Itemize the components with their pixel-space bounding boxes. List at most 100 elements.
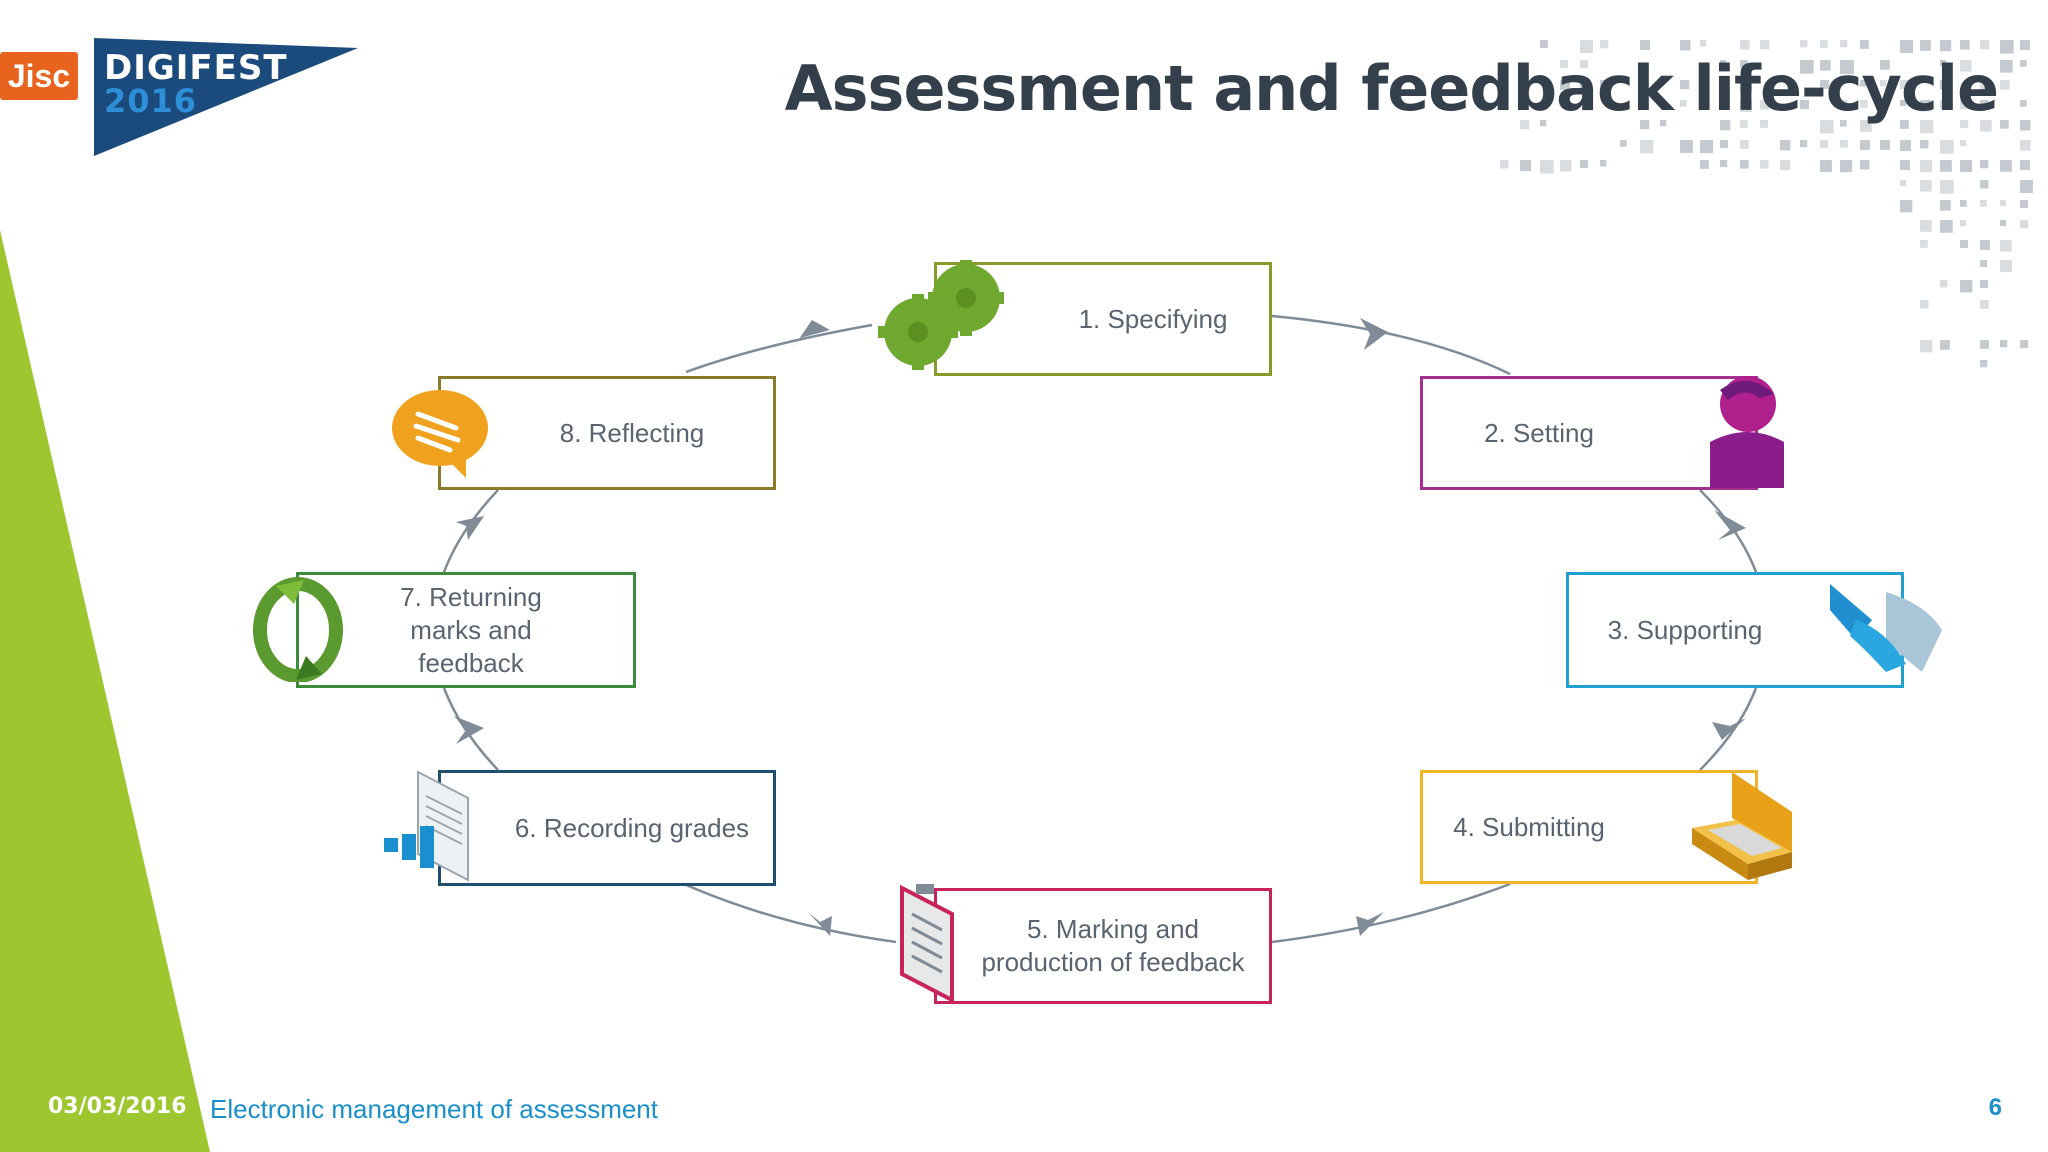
- pattern-dot: [1740, 120, 1748, 128]
- pattern-dot: [1600, 160, 1607, 167]
- connector-6-7: [442, 687, 499, 771]
- pattern-dot: [1760, 160, 1769, 169]
- pattern-dot: [1980, 180, 1989, 189]
- pattern-dot: [1520, 120, 1530, 130]
- pattern-dot: [1960, 140, 1967, 147]
- stage-box-reflecting: 8. Reflecting: [438, 376, 776, 490]
- pattern-dot: [1540, 160, 1554, 174]
- pattern-dot: [1680, 140, 1693, 153]
- stage-box-recording: 6. Recording grades: [438, 770, 776, 886]
- pattern-dot: [1960, 40, 1970, 50]
- stage-label: 7. Returning marks and feedback: [400, 581, 542, 678]
- pattern-dot: [1980, 120, 1992, 132]
- pattern-dot: [1940, 160, 1952, 172]
- pattern-dot: [1940, 180, 1954, 194]
- pattern-dot: [1880, 100, 1887, 107]
- pattern-dot: [2020, 220, 2029, 229]
- pattern-dot: [1700, 40, 1707, 47]
- pattern-dot: [1860, 40, 1869, 49]
- pattern-dot: [1920, 120, 1934, 134]
- clipboard-icon: [900, 884, 954, 1002]
- pattern-dot: [1760, 120, 1768, 128]
- pattern-dot: [2020, 340, 2029, 349]
- stage-box-setting: 2. Setting: [1420, 376, 1758, 490]
- arrowhead-to-2: [1360, 318, 1388, 350]
- pattern-dot: [1860, 140, 1870, 150]
- pattern-dot: [1980, 100, 1989, 109]
- pattern-dot: [1560, 160, 1572, 172]
- pattern-dot: [1980, 340, 1989, 349]
- pattern-dot: [1720, 60, 1727, 67]
- pattern-dot: [1640, 80, 1648, 88]
- pattern-dot: [1960, 240, 1969, 249]
- pattern-dot: [1820, 140, 1828, 148]
- arrowhead-to-6: [808, 912, 832, 936]
- pattern-dot: [2020, 180, 2033, 193]
- pattern-dot: [1920, 240, 1928, 248]
- pattern-dot: [1960, 60, 1972, 72]
- pattern-dot: [1920, 340, 1933, 353]
- stage-label: 2. Setting: [1484, 417, 1594, 448]
- pattern-dot: [1680, 100, 1687, 107]
- pattern-dot: [2000, 200, 2007, 207]
- stage-box-supporting: 3. Supporting: [1566, 572, 1904, 688]
- pattern-dot: [1560, 80, 1570, 90]
- pattern-dot: [1860, 120, 1872, 132]
- pattern-dot: [1600, 80, 1608, 88]
- arrowhead-to-8: [456, 516, 484, 540]
- pattern-dot: [1740, 80, 1752, 92]
- pattern-dot: [1740, 100, 1753, 113]
- pattern-dot: [1920, 180, 1932, 192]
- pattern-dot: [1640, 140, 1654, 154]
- pattern-dot: [1980, 360, 1988, 368]
- pattern-dot: [1580, 40, 1594, 54]
- pattern-dot: [2020, 160, 2030, 170]
- pattern-dot: [1980, 160, 1989, 169]
- pattern-dot: [1760, 40, 1770, 50]
- pattern-dot: [2000, 340, 2008, 348]
- connector-5-6: [683, 882, 897, 944]
- pattern-dot: [1940, 200, 1951, 211]
- stage-label: 4. Submitting: [1453, 811, 1605, 842]
- connector-3-4: [1699, 687, 1758, 771]
- pattern-dot: [1920, 300, 1929, 309]
- green-wedge-decoration: [0, 230, 210, 1152]
- pattern-dot: [1900, 120, 1909, 129]
- pattern-dot: [1820, 80, 1829, 89]
- pattern-dot: [1900, 140, 1911, 151]
- pattern-dot: [1900, 200, 1913, 213]
- pattern-dot: [1580, 160, 1588, 168]
- pattern-dot: [1920, 100, 1932, 112]
- pattern-dot: [1880, 80, 1887, 87]
- pattern-dot: [1780, 160, 1791, 171]
- gears-icon: [878, 260, 1004, 370]
- connector-7-8: [442, 489, 499, 573]
- jisc-logo: Jisc: [0, 52, 78, 100]
- pattern-dot: [2020, 60, 2027, 67]
- pattern-dot: [1940, 100, 1949, 109]
- pattern-dot: [1560, 60, 1568, 68]
- pattern-dot: [1680, 80, 1690, 90]
- pattern-dot: [1660, 120, 1667, 127]
- pattern-dot: [1740, 60, 1748, 68]
- pattern-dot: [1640, 40, 1650, 50]
- bar-chart-document-icon: [384, 770, 469, 882]
- pattern-dot: [1640, 120, 1650, 130]
- stage-label: 6. Recording grades: [514, 812, 750, 843]
- person-icon: [1710, 376, 1784, 488]
- stage-box-marking: 5. Marking and production of feedback: [934, 888, 1272, 1004]
- stage-label: 1. Specifying: [1078, 303, 1228, 334]
- pattern-dot: [1620, 140, 1627, 147]
- pattern-dot: [1800, 100, 1809, 109]
- pattern-dot: [1860, 80, 1867, 87]
- pattern-dot: [1920, 140, 1929, 149]
- arrowhead-to-5: [1356, 912, 1384, 936]
- pattern-dot: [2000, 160, 2012, 172]
- logo-line-1: DIGIFEST: [104, 48, 288, 88]
- pattern-dot: [1740, 40, 1750, 50]
- pattern-dot: [1960, 160, 1973, 173]
- pattern-dot: [1600, 40, 1609, 49]
- pattern-dot: [1960, 100, 1970, 110]
- page-number: 6: [1988, 1094, 2002, 1121]
